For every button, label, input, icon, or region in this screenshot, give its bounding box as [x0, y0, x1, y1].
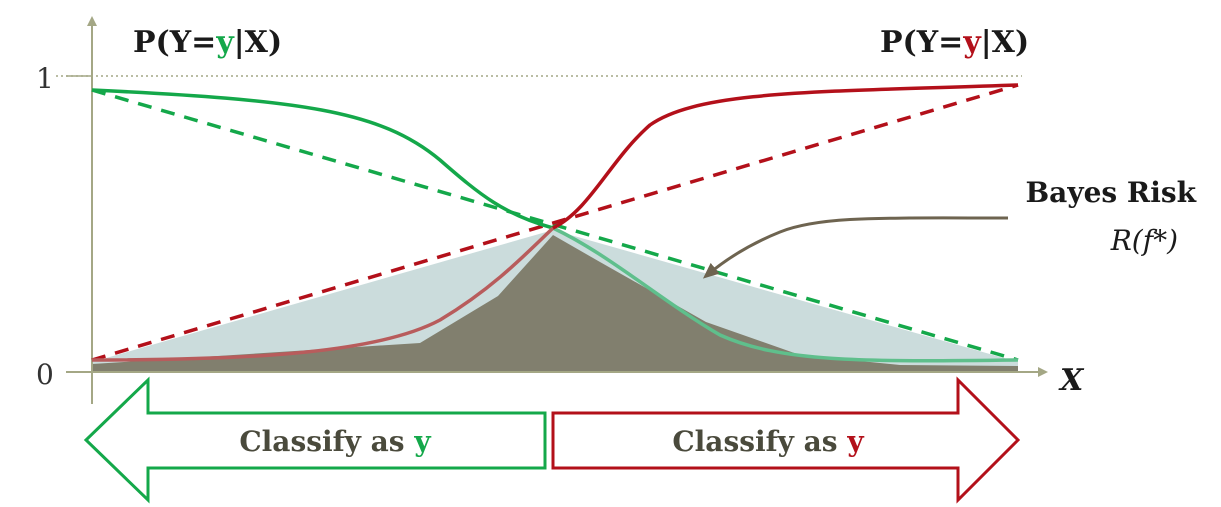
y-tick-label-0: 0	[36, 358, 54, 391]
right-posterior-title: P(Y=y|X)	[880, 25, 1029, 60]
red-posterior-tail	[91, 226, 555, 362]
bayes-risk-formula: R(f*)	[1110, 224, 1178, 257]
bayes-risk-leader-arrow	[702, 216, 1009, 279]
red-posterior-curve	[552, 83, 1019, 230]
bayes-risk-label: Bayes Risk	[1026, 176, 1197, 209]
green-posterior-curve	[91, 88, 554, 230]
classify-left-label: Classify as y	[239, 425, 431, 458]
red-dashed-linear	[91, 83, 1019, 362]
left-posterior-title: P(Y=y|X)	[133, 25, 282, 60]
bayes-risk-area	[92, 235, 1018, 372]
classify-right-arrow	[551, 376, 1021, 504]
classify-right-label: Classify as y	[672, 425, 864, 458]
y-tick-label-1: 1	[36, 62, 54, 95]
classify-left-arrow	[83, 376, 547, 504]
x-axis-label: X	[1058, 363, 1085, 398]
green-posterior-tail	[552, 226, 1019, 363]
